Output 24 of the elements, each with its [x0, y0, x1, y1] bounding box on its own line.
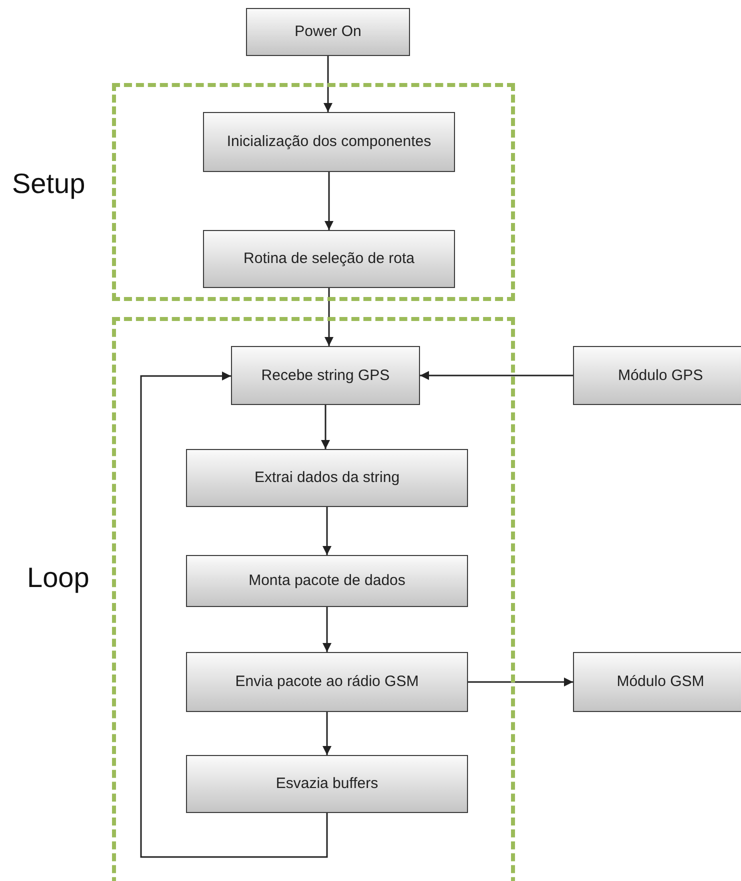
process-box: Recebe string GPS	[231, 346, 420, 405]
process-box: Esvazia buffers	[186, 755, 468, 813]
arrow	[322, 507, 332, 555]
arrow	[420, 371, 573, 380]
arrow	[324, 56, 332, 112]
process-box: Power On	[246, 8, 410, 56]
arrow	[322, 607, 332, 652]
arrow	[324, 288, 334, 346]
dashed-group-frame	[112, 83, 515, 301]
section-label: Setup	[12, 168, 86, 200]
process-box: Inicialização dos componentes	[203, 112, 455, 172]
arrow	[321, 405, 330, 449]
process-box: Rotina de seleção de rota	[203, 230, 455, 288]
process-box: Módulo GPS	[573, 346, 741, 405]
process-box: Envia pacote ao rádio GSM	[186, 652, 468, 712]
arrow	[324, 172, 334, 230]
arrow	[468, 678, 573, 686]
process-box: Extrai dados da string	[186, 449, 468, 507]
section-label: Loop	[27, 562, 90, 594]
process-box: Módulo GSM	[573, 652, 741, 712]
process-box: Monta pacote de dados	[186, 555, 468, 607]
dashed-group-frame	[112, 317, 515, 881]
arrow	[322, 712, 332, 755]
arrow	[140, 372, 328, 858]
